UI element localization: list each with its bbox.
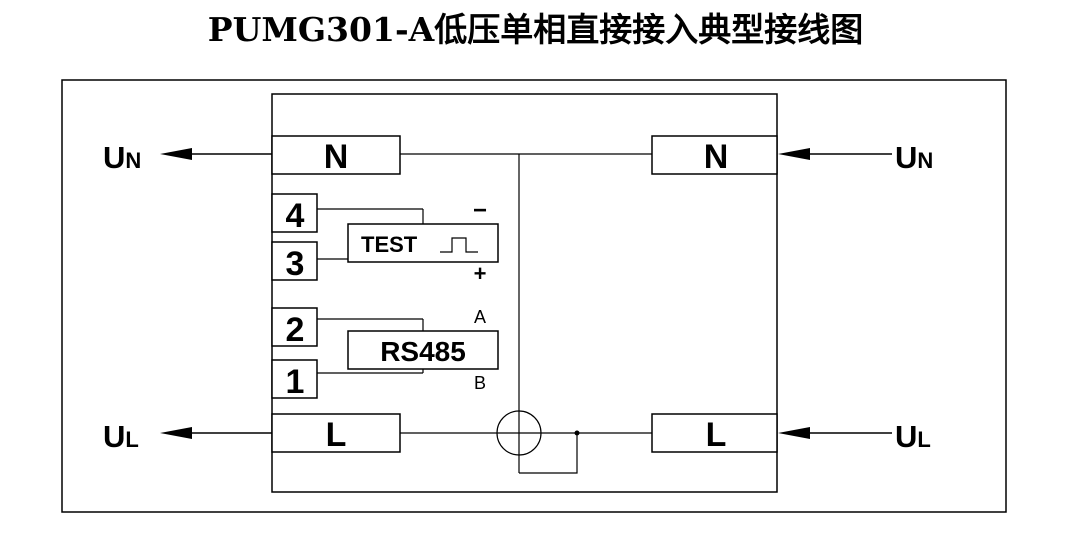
ul-right-arrow (778, 427, 810, 439)
ul-left-label: UL (103, 419, 139, 454)
un-left-label: UN (103, 140, 141, 175)
outer-frame (61, 79, 1007, 513)
terminal-l-right-label: L (706, 416, 727, 454)
ul-right-label: UL (895, 419, 931, 454)
terminal-1 (271, 359, 318, 399)
un-right-arrow (778, 148, 810, 160)
terminal-4-label: 4 (286, 197, 305, 235)
terminal-3 (271, 241, 318, 281)
test-label: TEST (361, 232, 418, 257)
terminal-3-label: 3 (286, 245, 305, 283)
meter-body (271, 93, 778, 493)
test-output-box (347, 223, 499, 263)
ul-left-arrow (160, 427, 192, 439)
rs485-a-label: A (474, 307, 486, 327)
terminal-n-left-label: N (324, 138, 349, 176)
terminal-n-right (651, 135, 778, 175)
test-minus-label: − (473, 197, 487, 224)
terminal-n-left (271, 135, 401, 175)
rs485-b-label: B (474, 373, 486, 393)
terminal-1-label: 1 (286, 363, 305, 401)
terminal-n-right-label: N (704, 138, 729, 176)
test-plus-label: + (474, 261, 487, 286)
junction-dot (574, 430, 580, 436)
sensor-return-wire (519, 433, 578, 474)
diagram-title: PUMG301-A低压单相直接接入典型接线图 (207, 10, 864, 49)
un-left-arrow (160, 148, 192, 160)
rs485-label: RS485 (380, 336, 466, 367)
terminal-l-left-label: L (326, 416, 347, 454)
rs485-box (347, 330, 499, 370)
terminal-2-label: 2 (286, 311, 305, 349)
un-right-label: UN (895, 140, 933, 175)
terminal-4 (271, 193, 318, 233)
terminal-l-right (651, 413, 778, 453)
terminal-2 (271, 307, 318, 347)
pulse-icon (440, 237, 478, 253)
